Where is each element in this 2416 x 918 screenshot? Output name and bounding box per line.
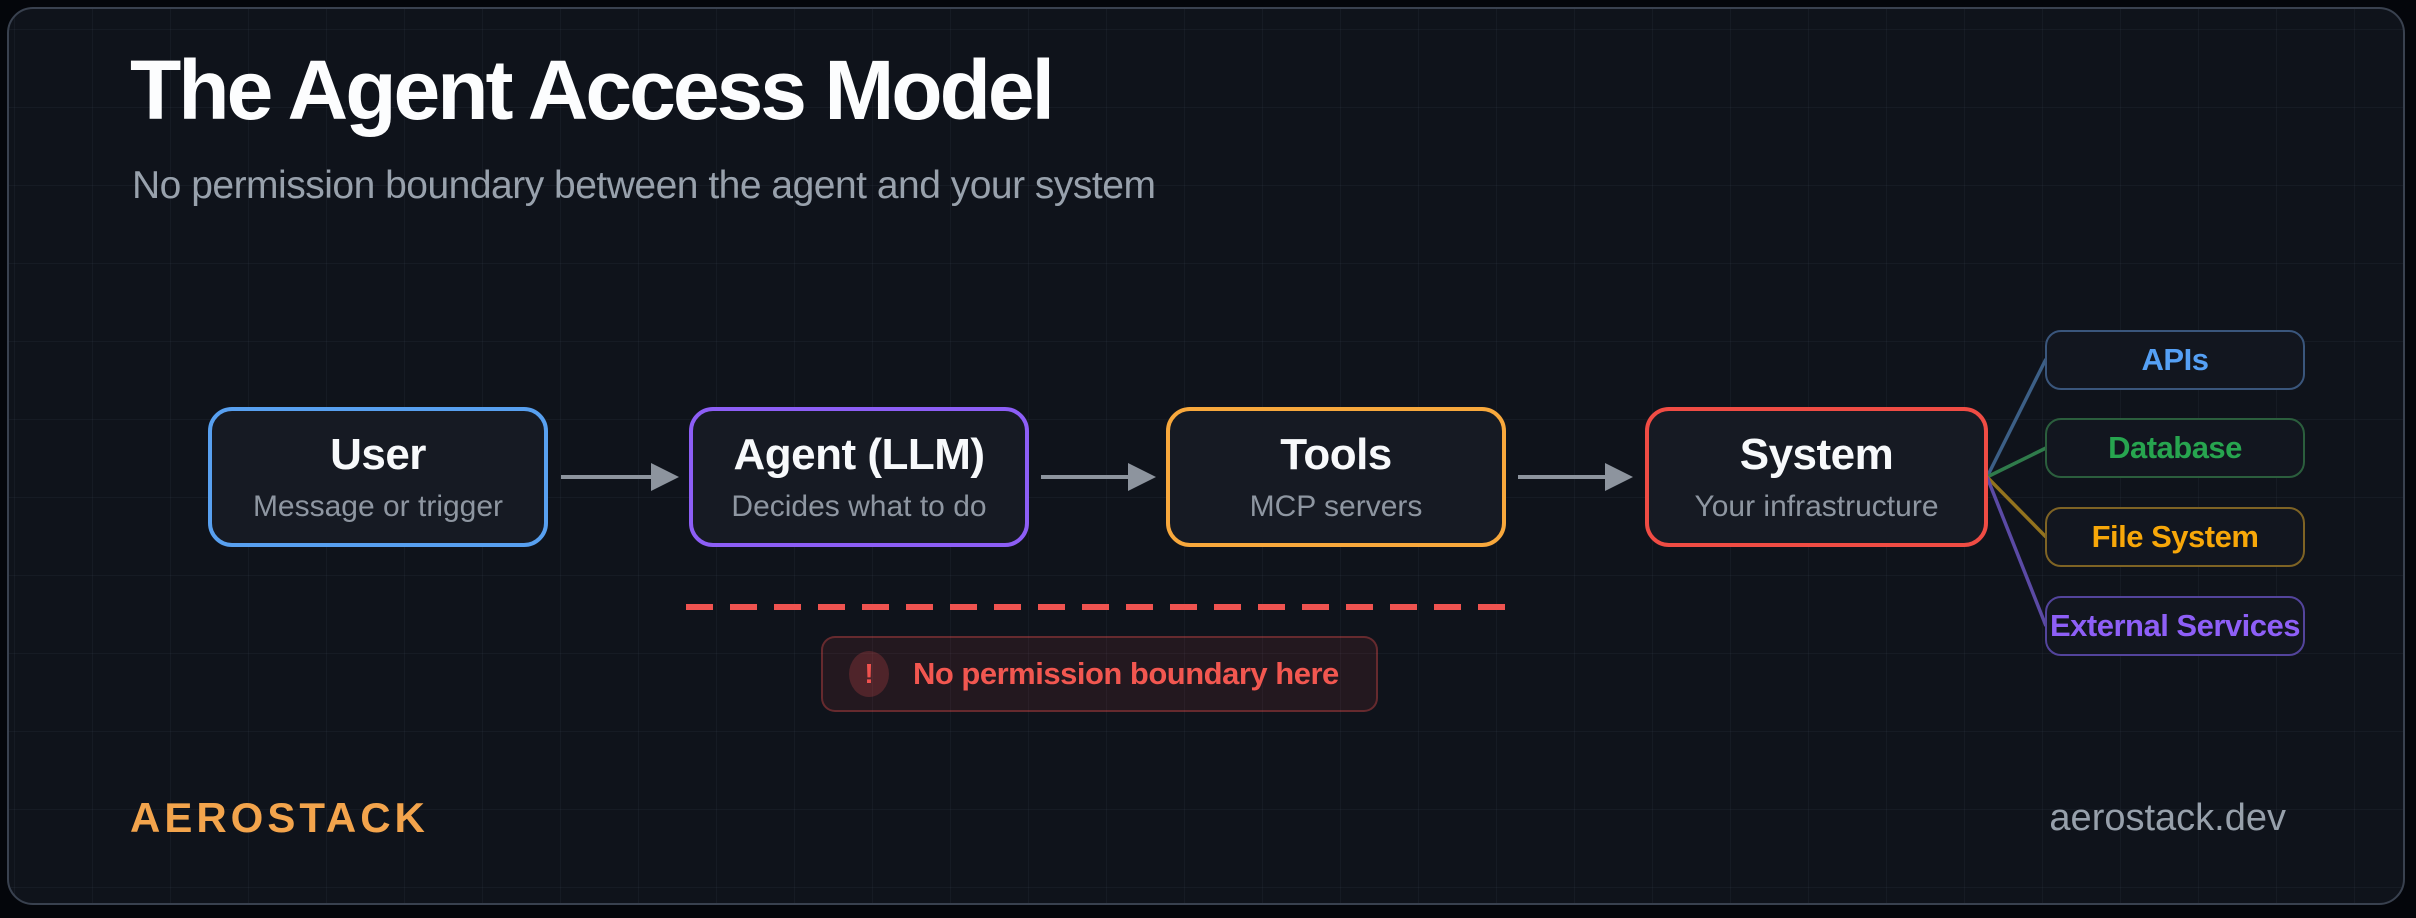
page-title: The Agent Access Model xyxy=(130,43,1055,137)
flow-node-subtitle: Decides what to do xyxy=(731,490,987,523)
target-filesystem: File System xyxy=(2045,507,2305,567)
target-label: File System xyxy=(2091,519,2259,554)
site-url: aerostack.dev xyxy=(2049,797,2286,839)
flow-node-title: Agent (LLM) xyxy=(733,430,985,479)
target-external-services: External Services xyxy=(2045,596,2305,656)
target-label: Database xyxy=(2108,430,2242,465)
flow-node-title: Tools xyxy=(1280,430,1392,479)
flow-node-agent: Agent (LLM) Decides what to do xyxy=(689,407,1029,547)
page-subtitle: No permission boundary between the agent… xyxy=(132,164,1156,207)
flow-node-subtitle: Your infrastructure xyxy=(1694,490,1939,523)
flow-node-title: System xyxy=(1739,430,1894,479)
flow-node-tools: Tools MCP servers xyxy=(1166,407,1506,547)
target-label: External Services xyxy=(2049,608,2301,643)
alert-icon: ! xyxy=(849,651,889,697)
warning-label: No permission boundary here xyxy=(913,656,1339,691)
flow-node-subtitle: MCP servers xyxy=(1249,490,1423,523)
flow-node-user: User Message or trigger xyxy=(208,407,548,547)
warning-badge: ! No permission boundary here xyxy=(821,636,1378,712)
target-database: Database xyxy=(2045,418,2305,478)
flow-node-system: System Your infrastructure xyxy=(1645,407,1988,547)
target-apis: APIs xyxy=(2045,330,2305,390)
flow-node-title: User xyxy=(330,430,426,479)
target-label: APIs xyxy=(2141,342,2209,377)
flow-node-subtitle: Message or trigger xyxy=(252,490,504,523)
brand-logo: AEROSTACK xyxy=(130,794,429,841)
